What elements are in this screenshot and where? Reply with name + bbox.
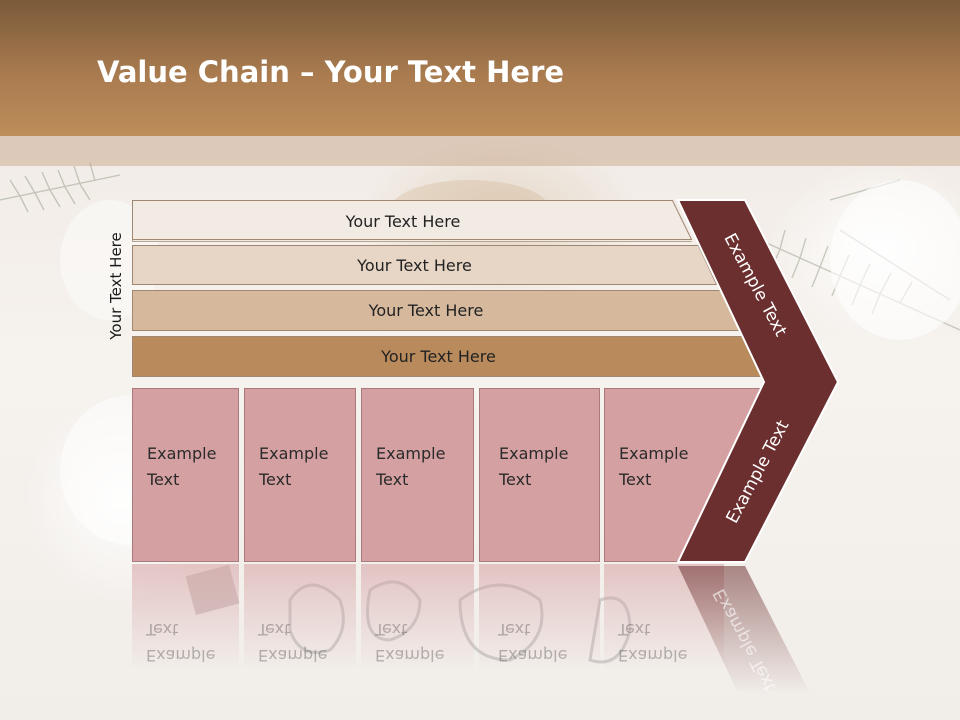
box-text-line2: Text — [619, 470, 652, 489]
slide-title: Value Chain – Your Text Here — [97, 55, 564, 89]
box-text-line2: Text — [147, 470, 180, 489]
box-text-line2: Text — [259, 470, 292, 489]
header-subband — [0, 136, 960, 166]
chevron-shape — [676, 199, 840, 563]
primary-activity-box-3: Example Text — [361, 388, 474, 562]
box-text-line1: Example — [376, 444, 446, 463]
header-band — [0, 0, 960, 136]
box-text-line2: Text — [376, 470, 409, 489]
box-reflection: Text Example — [479, 564, 600, 704]
chevron-reflection — [678, 566, 824, 720]
box-text-line1: Example — [147, 444, 217, 463]
box-reflection: Text Example — [132, 564, 239, 704]
primary-activity-box-2: Example Text — [244, 388, 356, 562]
slide-title-bold: Value Chain — [97, 55, 290, 89]
box-text-line1: Example — [499, 444, 569, 463]
box-reflection: Text Example — [244, 564, 356, 704]
primary-activity-box-1: Example Text — [132, 388, 239, 562]
box-text-line1: Example — [259, 444, 329, 463]
box-text-line2: Text — [499, 470, 532, 489]
box-text-line1: Example — [619, 444, 689, 463]
primary-activity-box-4: Example Text — [479, 388, 600, 562]
box-reflection: Text Example — [361, 564, 474, 704]
slide-title-rest: – Your Text Here — [289, 55, 565, 89]
